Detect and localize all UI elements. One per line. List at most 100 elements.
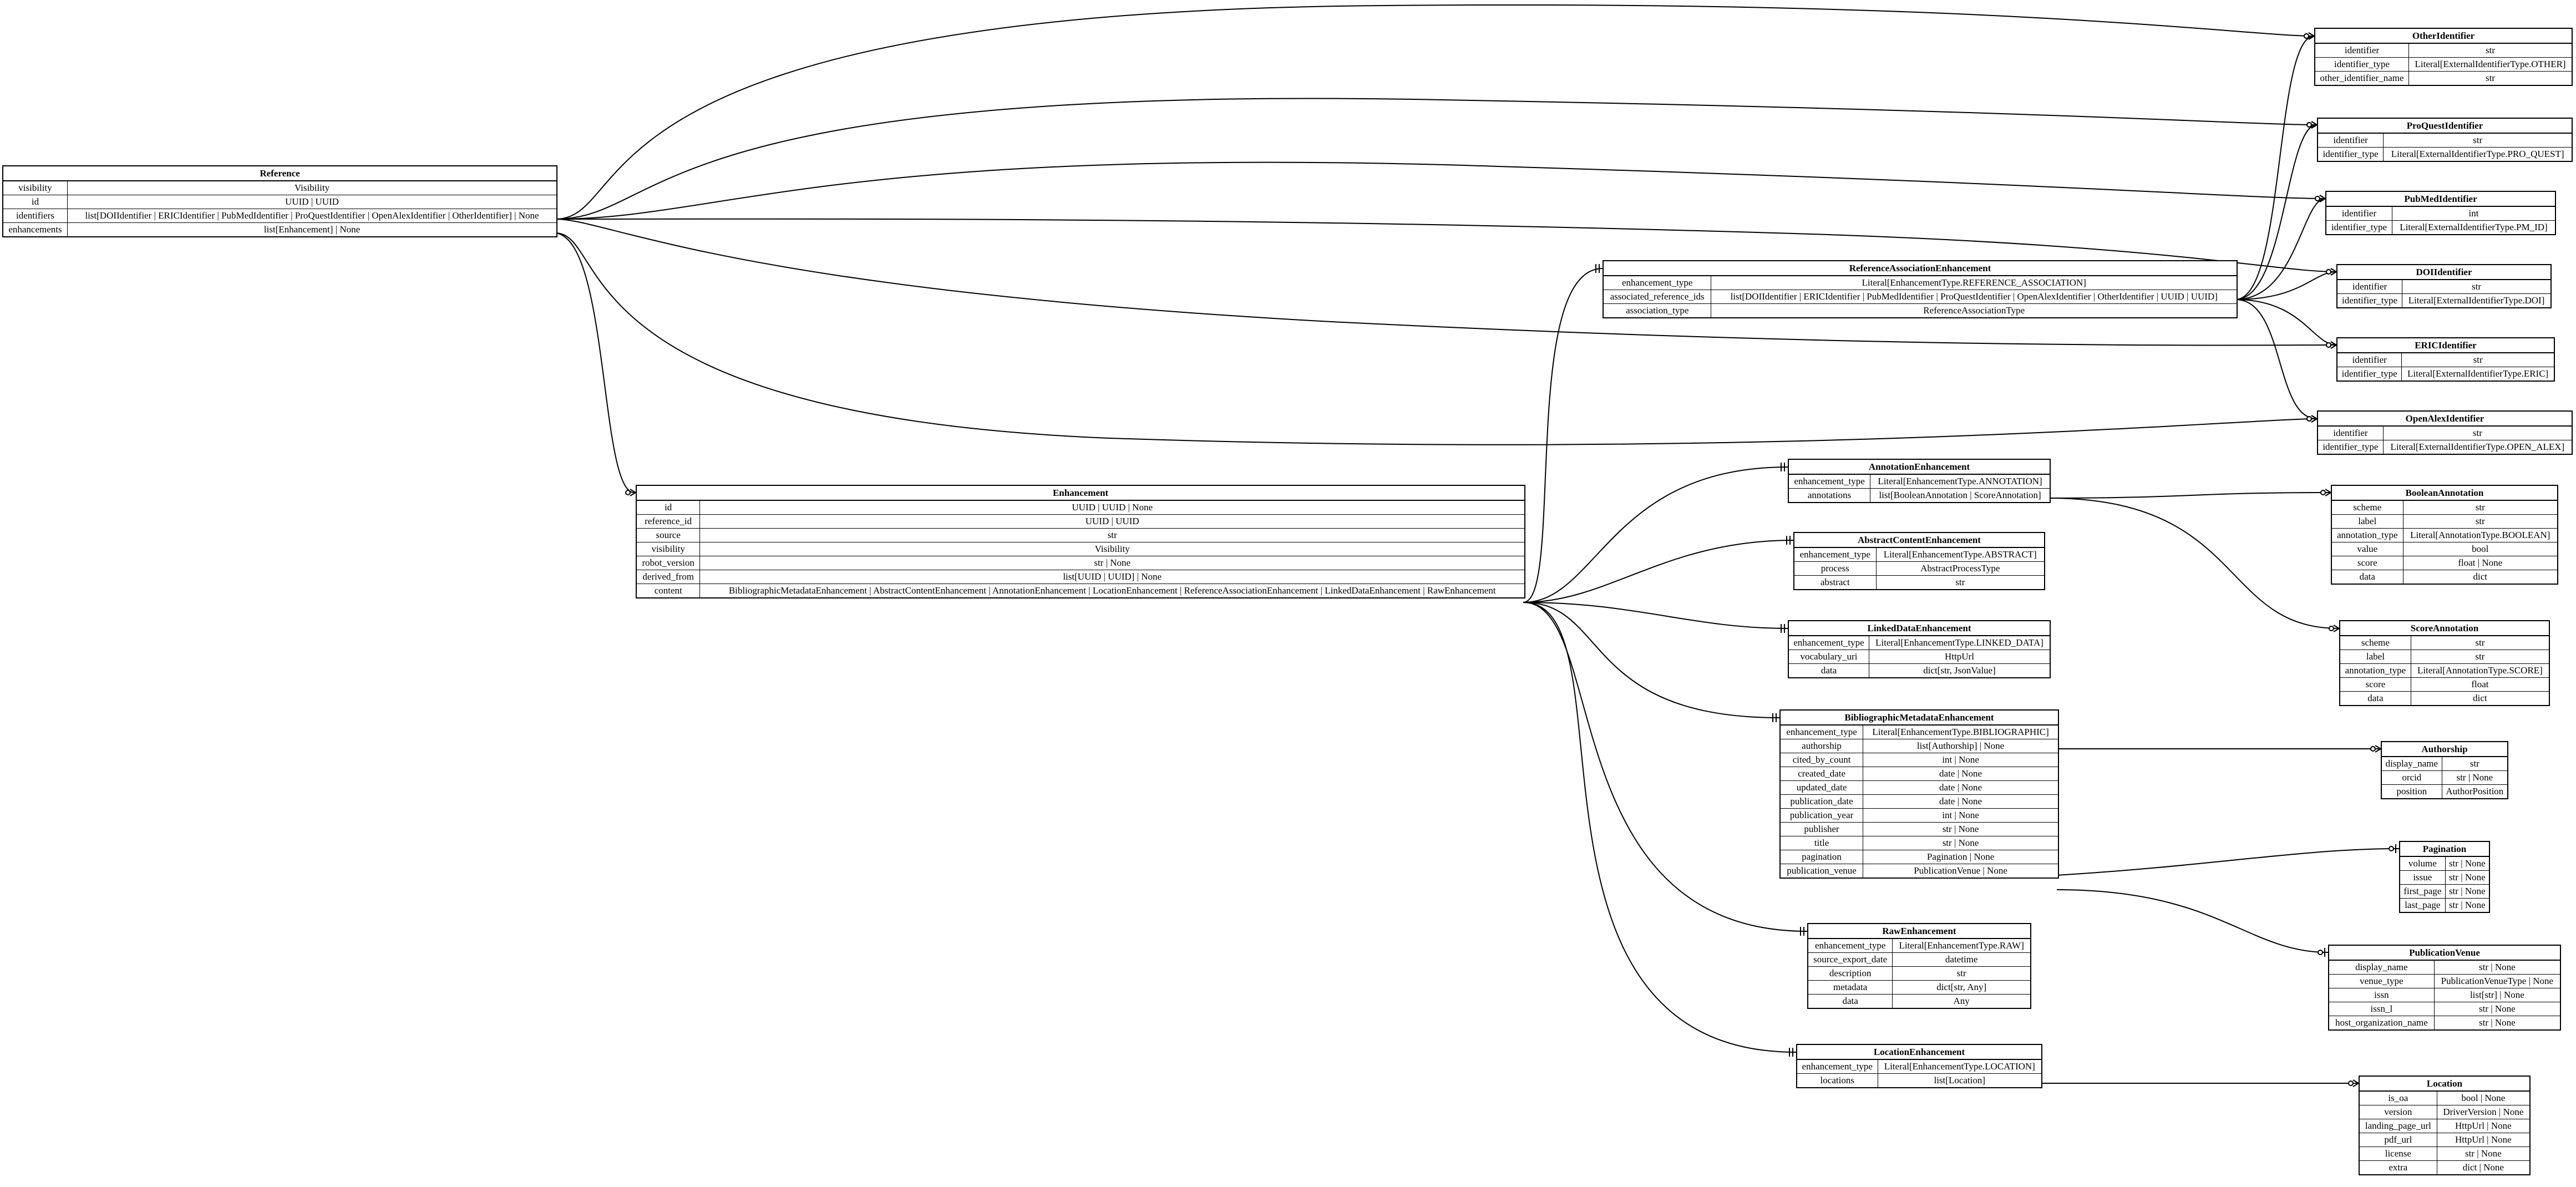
field-name-identifier: identifier [2337,353,2402,367]
field-name-last-page: last_page [2400,898,2446,912]
field-name-id: id [3,195,68,209]
field-type: Literal[EnhancementType.ABSTRACT] [1883,549,2037,560]
field-name-visibility: visibility [3,181,68,195]
crowfoot-mark [2311,124,2318,129]
crowfoot-mark [2308,32,2315,37]
field-name-abstract: abstract [1794,575,1877,589]
optional-mark [2370,746,2376,752]
field-type: list[Authorship] | None [1863,739,2058,753]
entity-title: DOIIdentifier [2337,265,2550,280]
field-type: Literal[EnhancementType.LOCATION] [1884,1061,2035,1072]
field-type: float | None [2403,556,2557,570]
edge-content-raw [1523,602,1808,932]
entity-title: OpenAlexIdentifier [2318,412,2572,427]
field-type: str [2408,71,2572,85]
edge-assoc-openalex [2235,299,2318,419]
field-name-robot-version: robot_version [637,556,701,570]
field-name-metadata: metadata [1808,980,1893,995]
field-type: str [2473,354,2483,365]
optional-mark [2348,1081,2354,1086]
field-name-license: license [2360,1147,2437,1161]
crowfoot-mark [2333,628,2340,632]
field-type: date | None [1863,794,2058,809]
entity-title: PublicationVenue [2329,946,2560,961]
field-name-host-organization-name: host_organization_name [2329,1016,2435,1029]
field-type: int | None [1863,753,2058,767]
edge-content-location [1523,602,1797,1053]
field-name-annotation-type: annotation_type [2332,528,2403,542]
field-name-updated-date: updated_date [1781,780,1864,795]
field-type: Visibility [294,182,330,193]
entity-title: ReferenceAssociationEnhancement [1604,261,2237,276]
field-type: float [2411,677,2549,692]
crowfoot-mark [2319,195,2326,199]
field-name-enhancement-type: enhancement_type [1789,474,1871,489]
field-type: int [2468,208,2479,219]
crowfoot-mark [2308,35,2315,40]
field-name-identifier: identifier [2315,43,2410,58]
edge-reference-openalex [1109,418,2318,445]
field-name-enhancement-type: enhancement_type [1604,276,1712,290]
field-type: str | None [1863,822,2058,836]
crowfoot-mark [2311,418,2318,423]
edge-content-abstract [1523,540,1794,603]
entity-title: OtherIdentifier [2315,29,2572,44]
field-name-annotation-type: annotation_type [2340,663,2411,678]
crowfoot-mark [2308,35,2315,40]
edge-reference-path [555,219,1332,322]
field-type: str [2472,281,2482,292]
optional-mark [2389,846,2394,851]
edge-reference-proquest [1442,99,2318,125]
edge-content-bibliographic [1523,602,1780,718]
field-name-issn: issn [2329,988,2435,1002]
crowfoot-mark [2325,492,2331,496]
field-name-enhancement-type: enhancement_type [1789,636,1869,650]
optional-mark [2306,122,2312,128]
field-name-score: score [2332,556,2403,570]
field-name-venue-type: venue_type [2329,974,2435,988]
edge-content-annotation [1523,466,1788,603]
crowfoot-mark [630,489,636,493]
field-type: str [2486,45,2496,55]
field-name-data: data [2332,570,2403,584]
entity-title: Reference [3,166,556,181]
field-name-enhancement-type: enhancement_type [1794,547,1877,562]
field-type: list[str] | None [2434,988,2560,1002]
field-name-volume: volume [2400,856,2446,871]
crowfoot-mark [2325,489,2331,493]
field-type: ReferenceAssociationType [1711,303,2237,317]
entity-title: Enhancement [637,486,1524,501]
field-type: bool [2403,542,2557,556]
field-type: HttpUrl | None [2437,1133,2529,1147]
field-name-associated-reference-ids: associated_reference_ids [1604,290,1712,304]
entity-title: LocationEnhancement [1797,1045,2041,1060]
field-type: str [2403,514,2557,529]
field-type: str [2411,650,2549,664]
edge-reference-path [555,161,1498,220]
